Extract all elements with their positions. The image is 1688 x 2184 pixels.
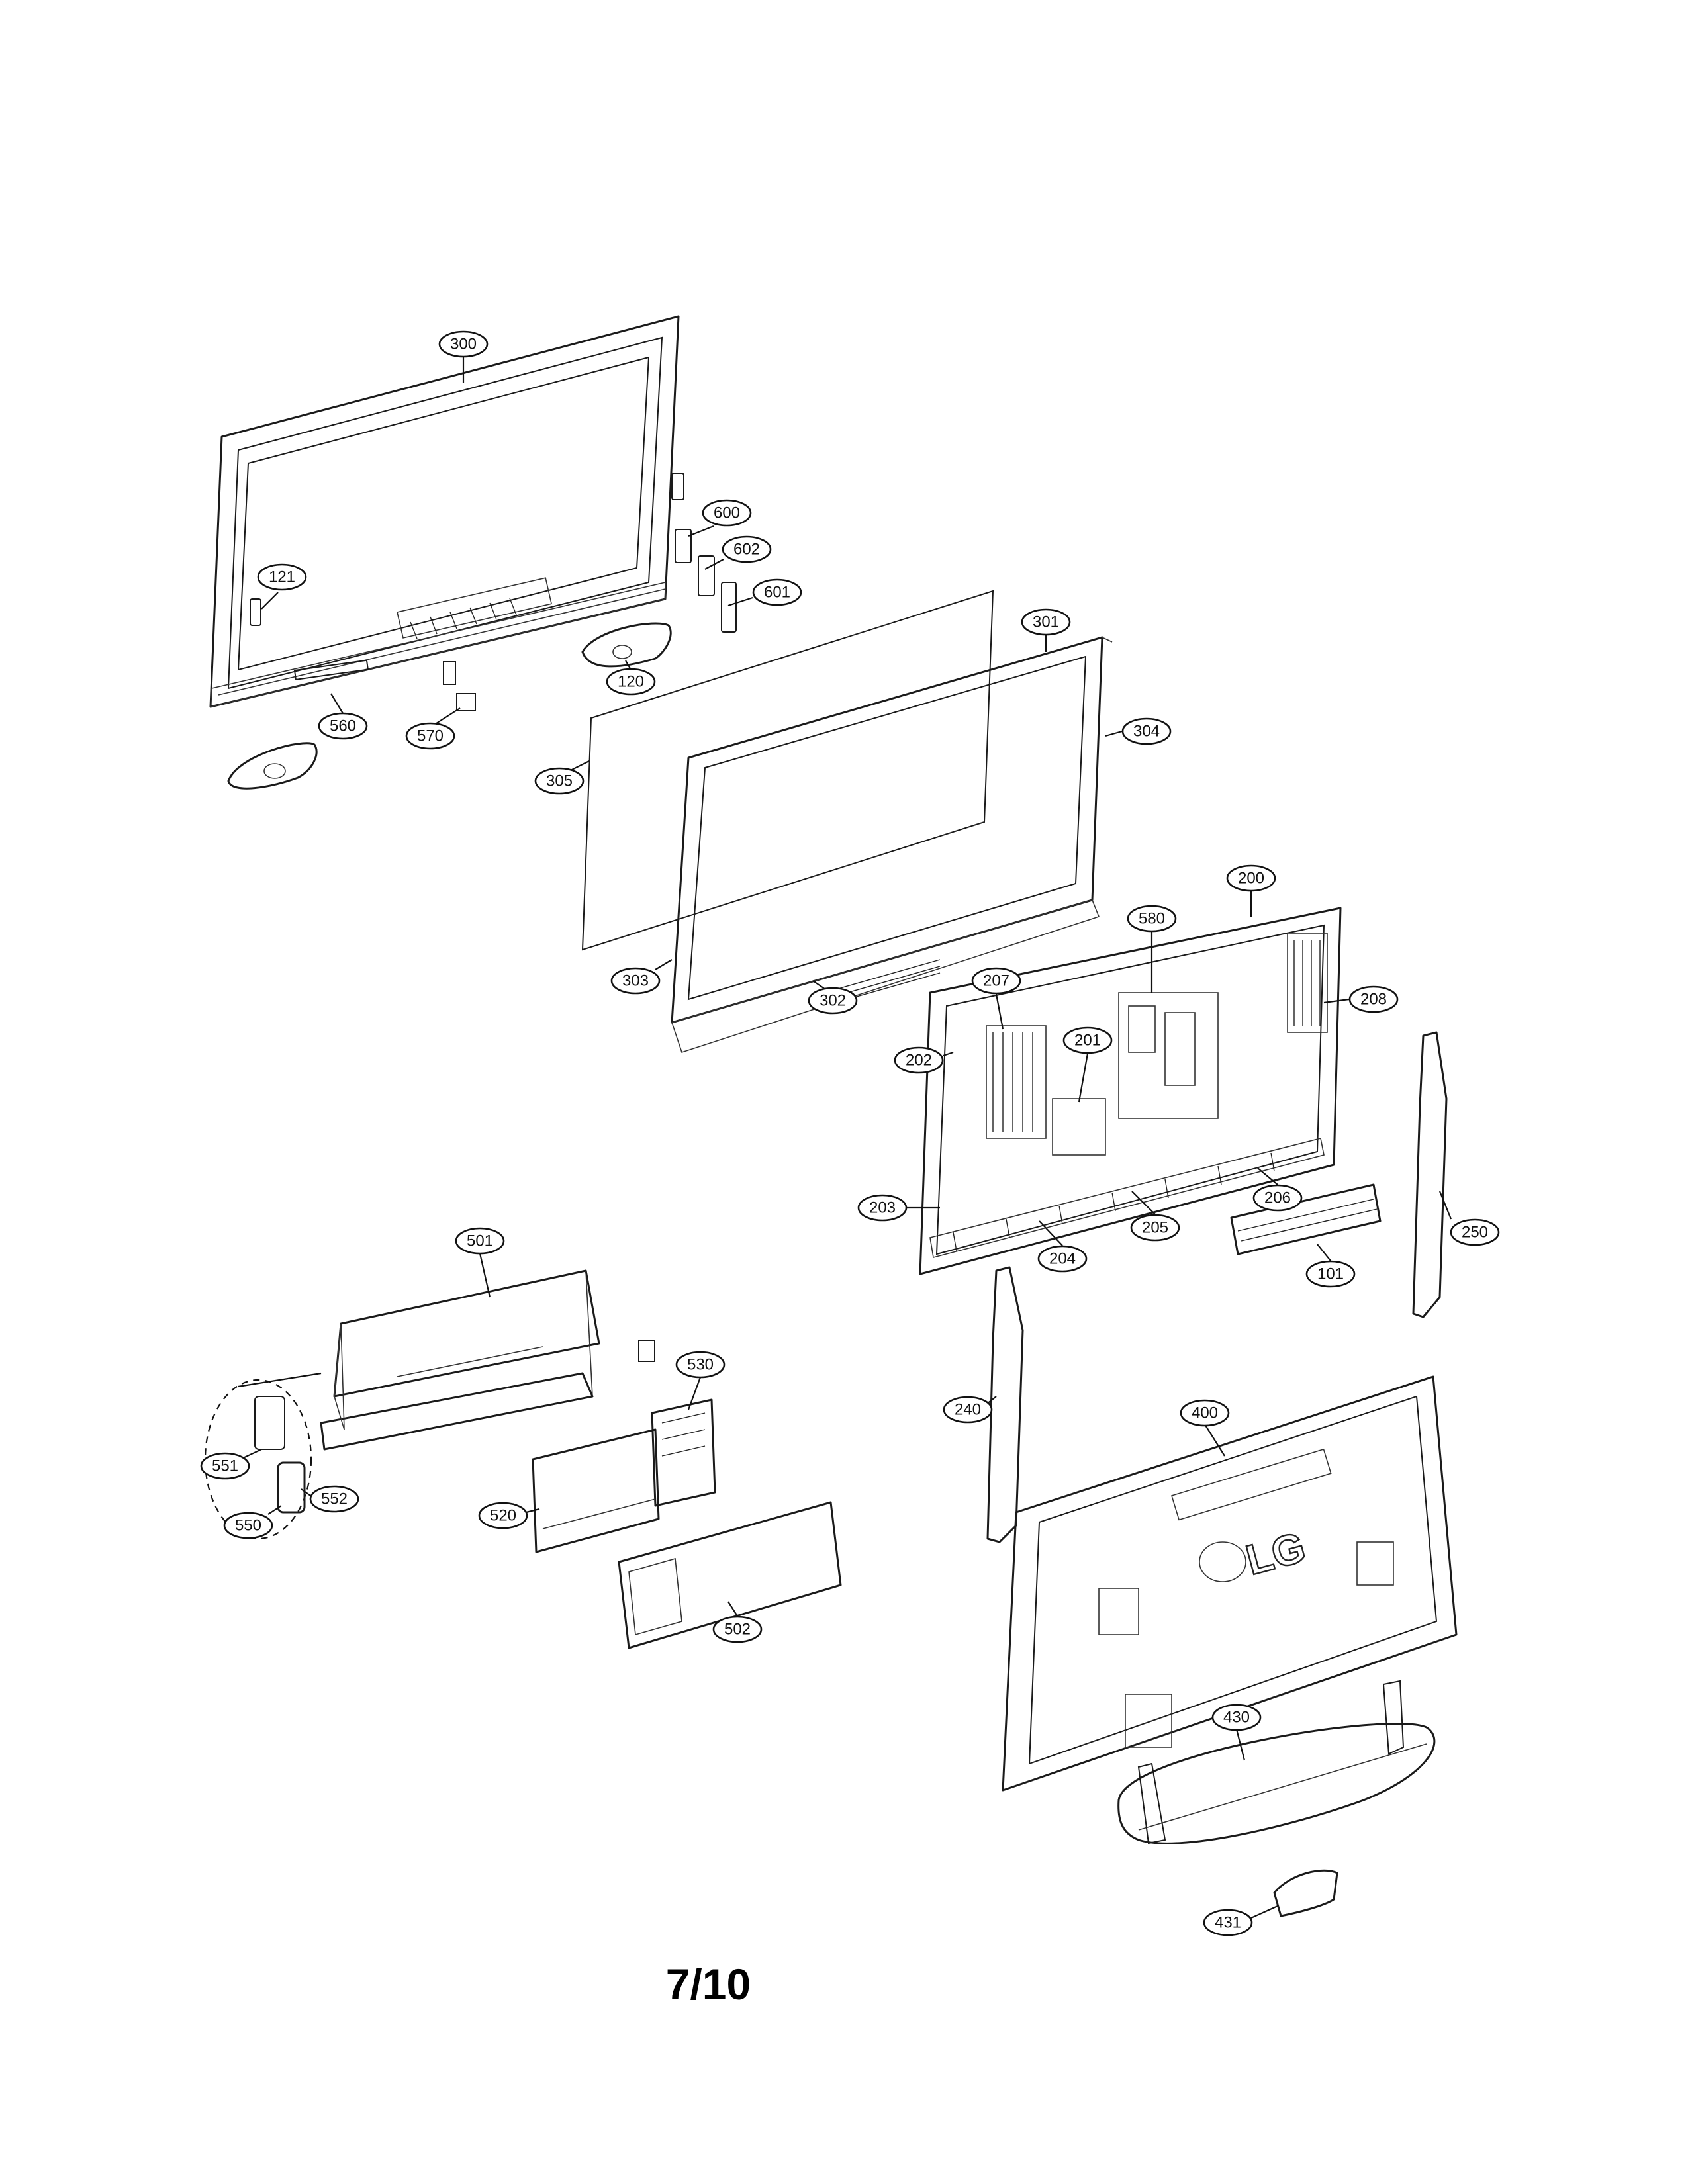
callout-202-label: 202	[906, 1052, 932, 1069]
callout-121: 121	[257, 563, 307, 591]
panel-frame-301	[671, 636, 1113, 1054]
callout-204: 204	[1037, 1245, 1088, 1273]
callout-570-label: 570	[417, 727, 444, 745]
callout-501-label: 501	[467, 1232, 493, 1250]
callout-303: 303	[610, 967, 661, 995]
callout-120-label: 120	[618, 673, 644, 691]
callout-602-label: 602	[733, 541, 760, 559]
callout-302-label: 302	[820, 992, 846, 1010]
callout-560: 560	[318, 712, 368, 740]
callout-550: 550	[223, 1512, 273, 1539]
board-502	[618, 1501, 842, 1649]
callout-305: 305	[534, 767, 585, 795]
leader-lines	[240, 357, 1452, 1919]
callout-580: 580	[1127, 905, 1177, 933]
callout-302: 302	[808, 987, 858, 1015]
callout-101: 101	[1305, 1260, 1356, 1288]
callout-570: 570	[405, 722, 455, 750]
callout-201: 201	[1062, 1026, 1113, 1054]
callout-580-label: 580	[1139, 910, 1165, 928]
component-550	[277, 1461, 306, 1514]
callout-551: 551	[200, 1452, 250, 1480]
callout-600: 600	[702, 499, 752, 527]
callout-601-label: 601	[764, 584, 790, 602]
stand-cover-431	[1273, 1869, 1338, 1917]
detail-circle-550	[204, 1379, 312, 1540]
callout-101-label: 101	[1317, 1265, 1344, 1283]
callout-121-label: 121	[269, 569, 295, 586]
board-530	[651, 1398, 716, 1507]
callout-501: 501	[455, 1227, 505, 1255]
callout-560-label: 560	[330, 717, 356, 735]
callout-208-label: 208	[1360, 991, 1387, 1009]
callout-250-label: 250	[1462, 1224, 1488, 1242]
callout-205: 205	[1130, 1214, 1180, 1242]
callout-502-label: 502	[724, 1621, 751, 1639]
callout-201-label: 201	[1074, 1032, 1101, 1050]
callout-305-label: 305	[546, 772, 573, 790]
callout-430-label: 430	[1223, 1709, 1250, 1727]
main-frame-501	[320, 1269, 600, 1451]
callout-203-label: 203	[869, 1199, 896, 1217]
callout-240-label: 240	[955, 1401, 981, 1419]
callout-552-label: 552	[321, 1490, 348, 1508]
callout-240: 240	[943, 1396, 993, 1424]
callout-602: 602	[722, 535, 772, 563]
callout-208: 208	[1348, 985, 1399, 1013]
stand-430	[1117, 1680, 1436, 1844]
callout-303-label: 303	[622, 972, 649, 990]
front-glass-305	[581, 590, 994, 951]
callout-300-label: 300	[450, 336, 477, 353]
callout-206: 206	[1252, 1184, 1303, 1212]
detail-leader-line	[238, 1372, 322, 1388]
callout-431-label: 431	[1215, 1914, 1241, 1932]
callout-200: 200	[1226, 864, 1276, 892]
callout-530: 530	[675, 1351, 726, 1379]
rear-chassis-200	[919, 907, 1342, 1275]
callout-530-label: 530	[687, 1356, 714, 1374]
callout-400: 400	[1180, 1399, 1230, 1427]
small-component-530a	[638, 1340, 655, 1362]
stand-bracket-250	[1412, 1031, 1448, 1318]
lg-logo: LG	[1241, 1523, 1310, 1584]
callout-202: 202	[894, 1046, 944, 1074]
front-cabinet-300	[209, 315, 737, 790]
callout-601: 601	[752, 578, 802, 606]
callout-200-label: 200	[1238, 870, 1264, 887]
callout-207: 207	[971, 967, 1021, 995]
callout-304: 304	[1121, 717, 1172, 745]
callout-120: 120	[606, 668, 656, 696]
callout-431: 431	[1203, 1909, 1253, 1936]
callout-207-label: 207	[983, 972, 1009, 990]
callout-300: 300	[438, 330, 489, 358]
callout-502: 502	[712, 1615, 763, 1643]
callout-600-label: 600	[714, 504, 740, 522]
callout-551-label: 551	[212, 1457, 238, 1475]
callout-204-label: 204	[1049, 1250, 1076, 1268]
callout-203: 203	[857, 1194, 908, 1222]
main-board-520	[532, 1428, 660, 1553]
callout-304-label: 304	[1133, 723, 1160, 741]
callout-550-label: 550	[235, 1517, 261, 1535]
callout-301: 301	[1021, 608, 1071, 636]
callout-205-label: 205	[1142, 1219, 1168, 1237]
callout-430: 430	[1211, 1704, 1262, 1731]
callout-206-label: 206	[1264, 1189, 1291, 1207]
stand-bracket-240	[986, 1266, 1024, 1543]
page-number: 7/10	[665, 1960, 751, 2009]
callout-301-label: 301	[1033, 614, 1059, 631]
callout-520: 520	[478, 1502, 528, 1529]
terminal-bracket-101	[1230, 1183, 1382, 1255]
callout-250: 250	[1450, 1218, 1500, 1246]
component-551	[254, 1396, 285, 1450]
callout-400-label: 400	[1192, 1404, 1218, 1422]
callout-552: 552	[309, 1485, 359, 1513]
callout-520-label: 520	[490, 1507, 516, 1525]
